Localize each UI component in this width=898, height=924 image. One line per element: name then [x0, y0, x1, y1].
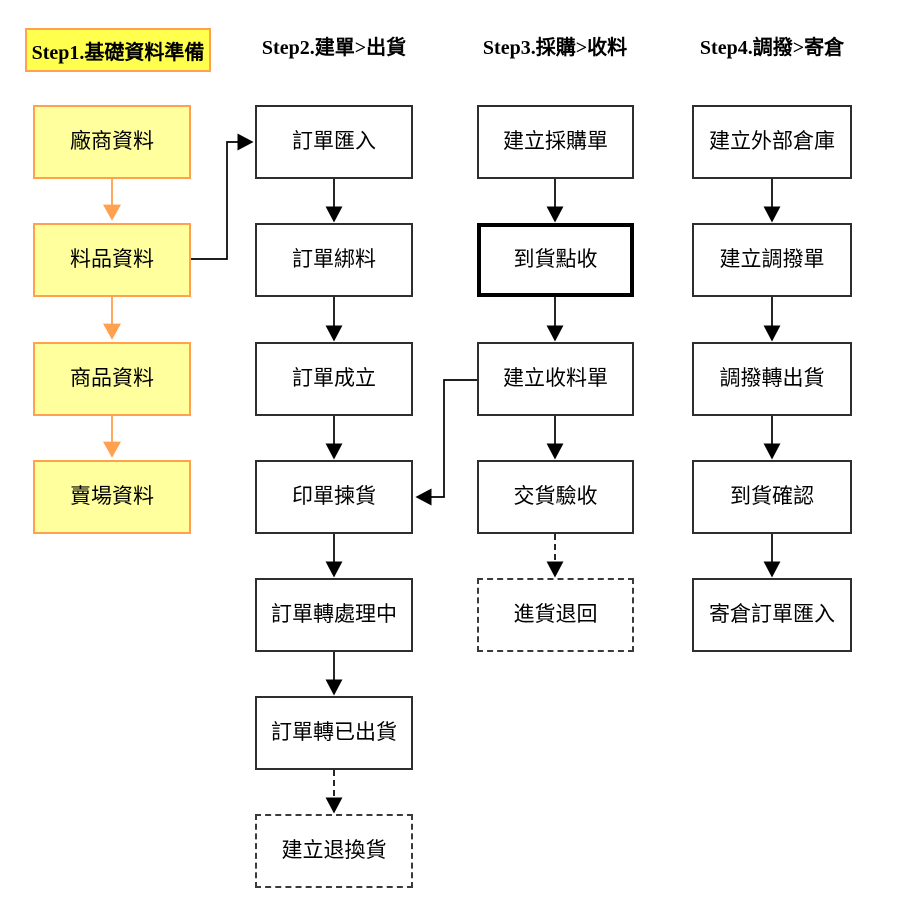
- step1-box-product-data: 商品資料: [33, 342, 191, 416]
- step2-box-order-processing: 訂單轉處理中: [255, 578, 413, 652]
- step3-box-purchase-return: 進貨退回: [477, 578, 634, 652]
- connector-item-data-to-order-import: [191, 133, 254, 260]
- black-arrows: [191, 133, 781, 696]
- step4-box-create-transfer-order: 建立調撥單: [692, 223, 852, 297]
- step4-box-create-external-warehouse: 建立外部倉庫: [692, 105, 852, 179]
- step2-box-order-bind-item: 訂單綁料: [255, 223, 413, 297]
- step4-box-arrival-confirm: 到貨確認: [692, 460, 852, 534]
- step1-box-vendor-data: 廠商資料: [33, 105, 191, 179]
- step3-box-arrival-check: 到貨點收: [477, 223, 634, 297]
- step4-box-consignment-order-import: 寄倉訂單匯入: [692, 578, 852, 652]
- step1-box-item-data: 料品資料: [33, 223, 191, 297]
- step3-box-delivery-inspection: 交貨驗收: [477, 460, 634, 534]
- step2-box-print-picking: 印單揀貨: [255, 460, 413, 534]
- step2-box-order-shipped: 訂單轉已出貨: [255, 696, 413, 770]
- step4-box-transfer-to-shipment: 調撥轉出貨: [692, 342, 852, 416]
- step2-box-create-return-exchange: 建立退換貨: [255, 814, 413, 888]
- step2-box-order-import: 訂單匯入: [255, 105, 413, 179]
- step3-header-label: Step3.採購>收料: [482, 37, 628, 59]
- step2-box-order-created: 訂單成立: [255, 342, 413, 416]
- step2-header-label: Step2.建單>出貨: [261, 37, 407, 59]
- dashed-arrows: [325, 534, 564, 814]
- connector-receiving-to-picking: [415, 379, 477, 506]
- step1-header-box: Step1.基礎資料準備: [25, 28, 211, 72]
- step1-box-store-data: 賣場資料: [33, 460, 191, 534]
- step3-box-create-purchase-order: 建立採購單: [477, 105, 634, 179]
- step4-header-label: Step4.調撥>寄倉: [699, 37, 845, 59]
- step1-header-label: Step1.基礎資料準備: [31, 41, 205, 64]
- step3-box-create-receiving-note: 建立收料單: [477, 342, 634, 416]
